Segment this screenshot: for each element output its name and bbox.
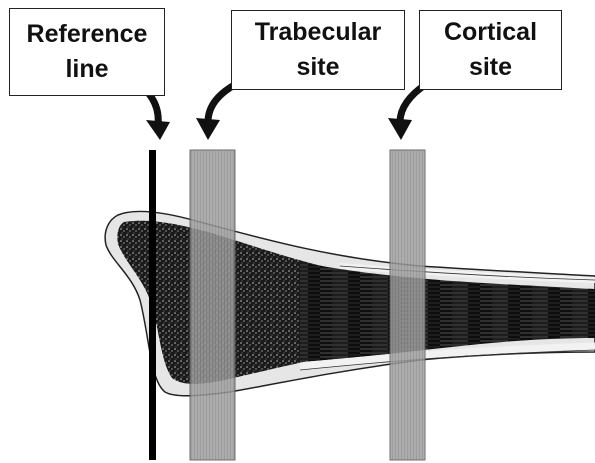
cortical-site-band: [390, 150, 425, 460]
cortical-site-label: Cortical site: [419, 10, 562, 90]
trabecular-site-label: Trabecular site: [231, 10, 405, 90]
reference-label-line2: line: [10, 52, 164, 87]
trabecular-site-band: [190, 150, 235, 460]
trabecular-label-line1: Trabecular: [232, 15, 404, 50]
cortical-label-line2: site: [420, 50, 561, 85]
cortical-arrow: [388, 85, 425, 140]
trabecular-label-line2: site: [232, 50, 404, 85]
cortical-label-line1: Cortical: [420, 15, 561, 50]
reference-label-line1: Reference: [10, 17, 164, 52]
trabecular-arrow: [196, 82, 240, 140]
reference-line: [149, 150, 156, 460]
reference-line-label: Reference line: [9, 8, 165, 96]
